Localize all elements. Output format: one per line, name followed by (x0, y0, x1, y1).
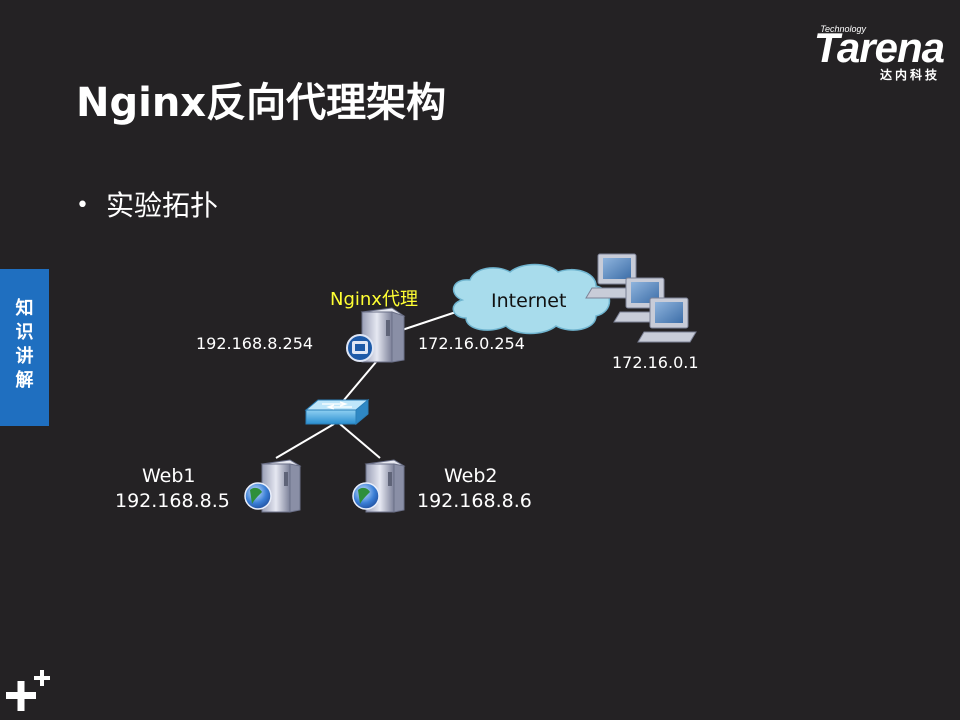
bullet-text: 实验拓扑 (106, 189, 219, 222)
internet-label: Internet (491, 290, 567, 312)
internet-cloud-icon (452, 263, 611, 335)
proxy-server-icon (346, 307, 406, 363)
client-pc-icon (637, 297, 697, 343)
tarena-logo: Technology Tarena 达内科技 (774, 22, 945, 84)
logo-subtitle: 达内科技 (879, 68, 940, 82)
web2-server-icon (352, 459, 406, 513)
link-proxy-internet (401, 311, 457, 331)
link-switch-web2 (339, 423, 381, 459)
switch-icon (304, 398, 370, 426)
proxy-external-ip: 172.16.0.254 (418, 334, 525, 353)
slide-title: Nginx反向代理架构 (76, 80, 447, 126)
web1-ip: 192.168.8.5 (115, 490, 230, 512)
link-switch-web1 (275, 423, 335, 459)
web1-name: Web1 (142, 465, 196, 487)
link-proxy-switch (343, 361, 377, 401)
bullet-dot-icon: • (76, 193, 89, 218)
proxy-internal-ip: 192.168.8.254 (196, 334, 314, 353)
web2-name: Web2 (444, 465, 498, 487)
logo-brand: Tarena (813, 24, 945, 71)
side-tab-label: 知 识 讲 解 (15, 298, 34, 391)
web1-server-icon (244, 459, 302, 513)
proxy-name-label: Nginx代理 (330, 289, 418, 310)
bullet-item: • 实验拓扑 (76, 184, 218, 224)
client-ip: 172.16.0.1 (612, 353, 699, 372)
logo-tagline: Technology (820, 24, 866, 34)
plus-logo-icon (6, 670, 50, 711)
side-tab[interactable]: 知 识 讲 解 (0, 269, 49, 426)
web2-ip: 192.168.8.6 (417, 490, 532, 512)
